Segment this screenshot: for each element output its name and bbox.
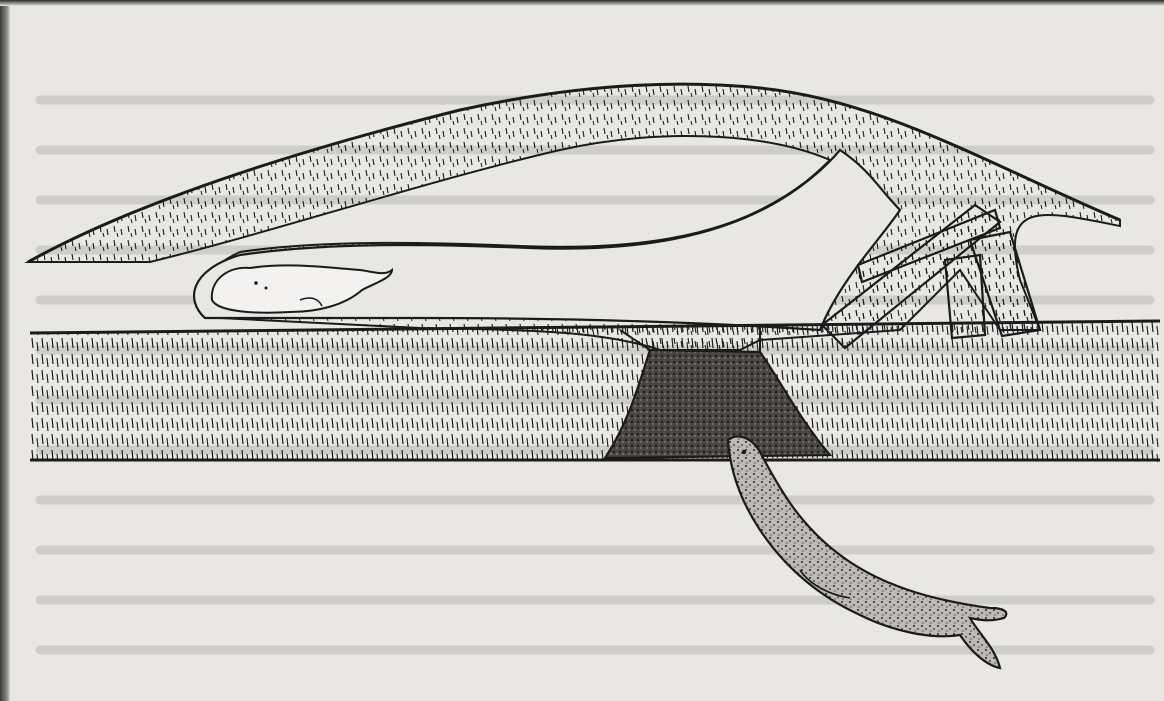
sea-ice: [30, 322, 1160, 462]
